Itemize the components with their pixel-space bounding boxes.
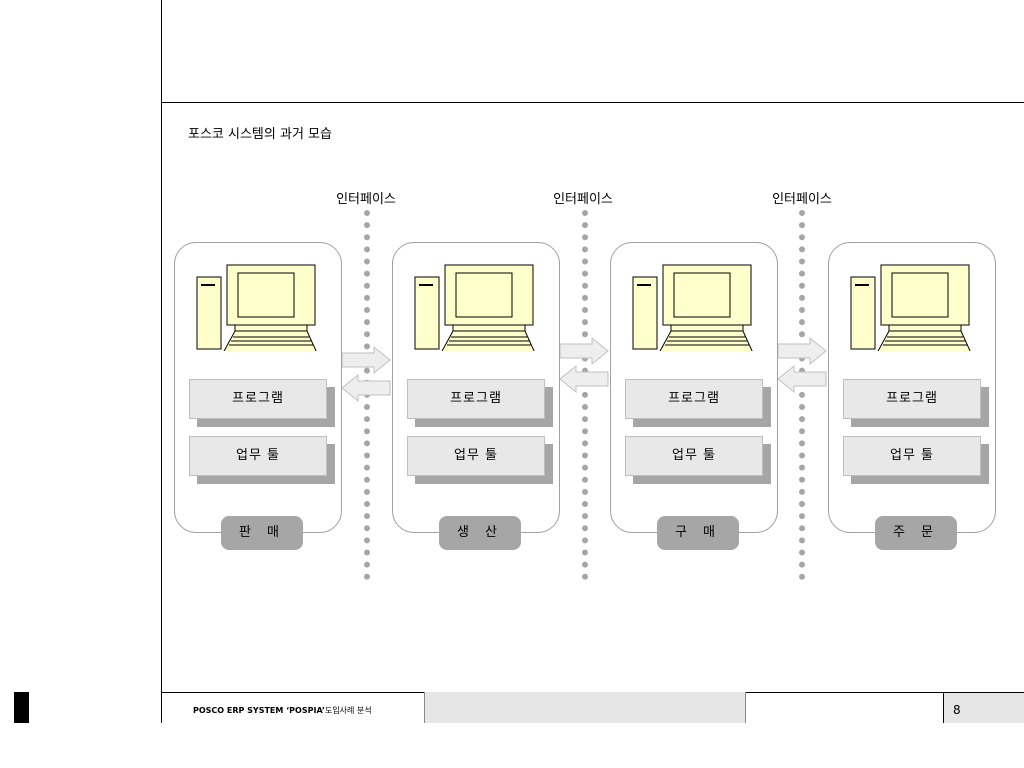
footer-middle-panel — [424, 692, 746, 723]
header-rule — [161, 102, 1024, 103]
department-label: 생 산 — [439, 516, 521, 550]
arrow-left-icon — [777, 364, 827, 394]
interface-label-2: 인터페이스 — [553, 192, 613, 207]
program-card: 프로그램 — [407, 379, 553, 427]
program-label: 프로그램 — [843, 379, 981, 419]
interface-divider-3 — [799, 210, 811, 580]
department-label: 주 문 — [875, 516, 957, 550]
program-card: 프로그램 — [625, 379, 771, 427]
arrow-right-icon — [341, 345, 391, 375]
footer-page-panel — [944, 693, 1024, 723]
tool-card: 업무 툴 — [843, 436, 989, 484]
department-label: 판 매 — [221, 516, 303, 550]
tool-card: 업무 툴 — [189, 436, 335, 484]
arrow-pair-1 — [341, 345, 391, 403]
tool-label: 업무 툴 — [625, 436, 763, 476]
interface-label-1: 인터페이스 — [336, 192, 396, 207]
interface-divider-2 — [582, 210, 594, 580]
arrow-right-icon — [777, 336, 827, 366]
page-number: 8 — [953, 703, 961, 717]
arrow-left-icon — [341, 373, 391, 403]
program-label: 프로그램 — [407, 379, 545, 419]
arrow-pair-2 — [559, 336, 609, 394]
footer-marker — [14, 692, 29, 723]
slide-title: 포스코 시스템의 과거 모습 — [188, 127, 332, 142]
tool-label: 업무 툴 — [407, 436, 545, 476]
arrow-pair-3 — [777, 336, 827, 394]
footer-title-en: POSCO ERP SYSTEM ‘POSPIA’ — [193, 706, 325, 715]
program-card: 프로그램 — [843, 379, 989, 427]
computer-icon — [196, 264, 317, 351]
arrow-right-icon — [559, 336, 609, 366]
department-label: 구 매 — [657, 516, 739, 550]
program-label: 프로그램 — [189, 379, 327, 419]
footer-title: POSCO ERP SYSTEM ‘POSPIA’도입사례 분석 — [193, 705, 372, 716]
footer-title-ko: 도입사례 분석 — [324, 706, 372, 715]
computer-icon — [850, 264, 971, 351]
left-margin-rule — [161, 0, 162, 723]
computer-icon — [414, 264, 535, 351]
program-card: 프로그램 — [189, 379, 335, 427]
computer-icon — [632, 264, 753, 351]
program-label: 프로그램 — [625, 379, 763, 419]
tool-label: 업무 툴 — [843, 436, 981, 476]
tool-label: 업무 툴 — [189, 436, 327, 476]
tool-card: 업무 툴 — [407, 436, 553, 484]
footer-page-separator — [943, 692, 944, 723]
tool-card: 업무 툴 — [625, 436, 771, 484]
arrow-left-icon — [559, 364, 609, 394]
interface-label-3: 인터페이스 — [772, 192, 832, 207]
